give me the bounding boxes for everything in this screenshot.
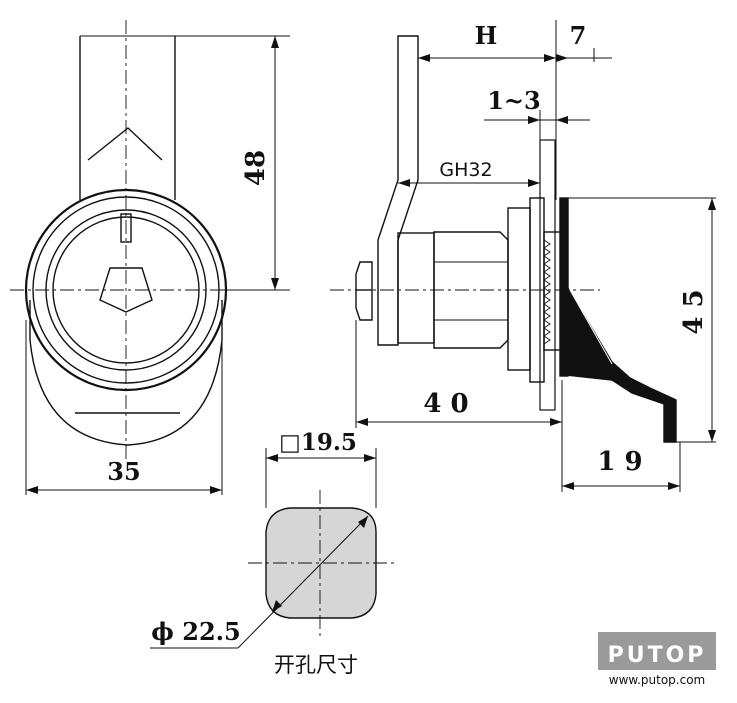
dim-1-3-arrow-right bbox=[556, 116, 568, 124]
label-45: 4 5 bbox=[679, 289, 709, 334]
watermark-background bbox=[598, 632, 716, 670]
label-19: 1 9 bbox=[597, 447, 642, 477]
body-lower-outline bbox=[29, 300, 223, 446]
shaft bbox=[397, 232, 435, 344]
watermark-logo: PUTOP www.putop.com bbox=[598, 632, 716, 687]
dim-GH32-arrow-right bbox=[528, 179, 540, 187]
front-view bbox=[10, 20, 290, 495]
dim-19-arrow-left bbox=[562, 482, 574, 490]
dim-diameter-leader bbox=[237, 515, 369, 649]
label-48: 48 bbox=[241, 150, 271, 186]
label-35: 35 bbox=[107, 457, 140, 486]
watermark-url: www.putop.com bbox=[609, 673, 706, 687]
dim-H-arrow-left bbox=[418, 54, 430, 62]
dim-GH32-arrow-left bbox=[398, 179, 410, 187]
side-view bbox=[330, 20, 716, 492]
thread-zigzag bbox=[543, 239, 551, 345]
dim-45-arrow-bottom bbox=[708, 430, 716, 442]
dim-19-arrow-right bbox=[668, 482, 680, 490]
dim-35-arrow-left bbox=[26, 486, 38, 494]
dim-square-arrow-right bbox=[364, 454, 376, 462]
handle-chevron bbox=[87, 127, 163, 161]
dim-45-arrow-top bbox=[708, 198, 716, 210]
dim-40-arrow-right bbox=[550, 418, 562, 426]
label-40: 4 0 bbox=[423, 389, 468, 419]
nut bbox=[355, 261, 373, 321]
dim-H-arrow-right bbox=[544, 54, 556, 62]
label-square: □19.5 bbox=[279, 429, 357, 456]
dim-48-arrow-top bbox=[271, 36, 279, 48]
mounting-panel bbox=[539, 139, 556, 411]
cutout-view bbox=[150, 448, 394, 649]
dim-diameter-arrow-bottom bbox=[272, 600, 282, 612]
dim-40-arrow-left bbox=[356, 418, 368, 426]
flange bbox=[507, 207, 531, 371]
dim-diameter-arrow-top bbox=[358, 516, 368, 528]
cam bbox=[565, 282, 677, 443]
dim-square-arrow-left bbox=[266, 454, 278, 462]
dim-7-arrow bbox=[556, 54, 568, 62]
label-7: 7 bbox=[570, 21, 587, 50]
watermark-brand: PUTOP bbox=[608, 643, 707, 668]
label-H: H bbox=[475, 21, 498, 50]
label-1-3: 1~3 bbox=[487, 86, 541, 115]
label-cutout-size: 开孔尺寸 bbox=[274, 653, 358, 677]
dim-48-arrow-bottom bbox=[271, 278, 279, 290]
handle-plate bbox=[377, 35, 419, 346]
cam-highlight bbox=[569, 289, 613, 365]
cylinder-body bbox=[433, 231, 509, 349]
dim-35-arrow-right bbox=[210, 486, 222, 494]
triangle-keyway bbox=[99, 267, 153, 313]
label-GH32: GH32 bbox=[439, 159, 492, 181]
dim-1-3-arrow-left bbox=[528, 116, 540, 124]
label-diameter: ϕ 22.5 bbox=[151, 617, 240, 646]
